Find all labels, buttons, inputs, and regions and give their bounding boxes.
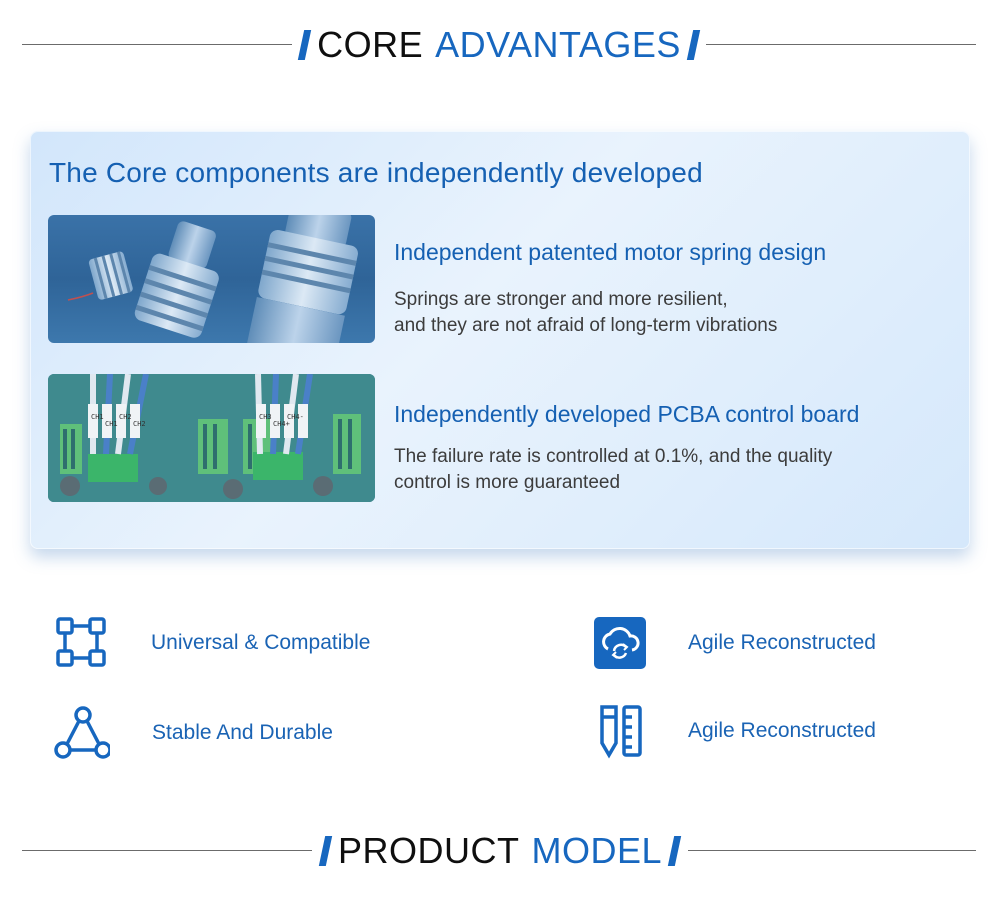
pcb-wire-label: CH2 xyxy=(133,420,146,428)
feature-desc-line: Springs are stronger and more resilient, xyxy=(394,289,728,310)
advantage-agile-reconstructed-2: Agile Reconstructed xyxy=(590,701,876,761)
pcb-wire-label: CH1 xyxy=(105,420,118,428)
feature-title-pcba: Independently developed PCBA control boa… xyxy=(394,401,860,427)
advantage-label: Agile Reconstructed xyxy=(688,631,876,654)
advantage-label: Agile Reconstructed xyxy=(688,719,876,742)
core-card-title: The Core components are independently de… xyxy=(49,157,703,188)
pen-ruler-icon xyxy=(590,701,650,761)
motor-spring-illustration xyxy=(67,215,358,343)
feature-desc-line: and they are not afraid of long-term vib… xyxy=(394,315,778,336)
advantage-label: Universal & Compatible xyxy=(151,631,371,654)
advantage-universal-compatible: Universal & Compatible xyxy=(50,613,370,673)
section-title-word1: PRODUCT xyxy=(337,830,520,871)
advantage-stable-durable: Stable And Durable xyxy=(50,703,333,763)
feature-desc-line: The failure rate is controlled at 0.1%, … xyxy=(394,446,833,467)
feature-desc-line: control is more guaranteed xyxy=(394,472,621,493)
header-divider-right xyxy=(706,44,976,45)
product-model-header: PRODUCT MODEL xyxy=(0,826,1000,876)
flowchart-icon xyxy=(50,613,110,673)
feature-desc-pcba: The failure rate is controlled at 0.1%, … xyxy=(394,444,832,496)
header-divider-left xyxy=(22,44,292,45)
section-title: CORE ADVANTAGES xyxy=(292,20,706,70)
header-divider-left xyxy=(22,850,312,851)
core-components-card: The Core components are independently de… xyxy=(30,131,970,549)
pcb-wire-label: CH4+ xyxy=(273,420,290,428)
advantage-agile-reconstructed: Agile Reconstructed xyxy=(590,613,876,673)
slash-decoration xyxy=(297,30,312,60)
advantage-label: Stable And Durable xyxy=(152,721,333,744)
pcb-wire-label: CH3 xyxy=(259,413,272,421)
core-advantages-header: CORE ADVANTAGES xyxy=(0,20,1000,70)
slash-decoration xyxy=(686,30,701,60)
section-title-word2: MODEL xyxy=(531,830,663,871)
pcb-wire-label: CH4- xyxy=(287,413,304,421)
feature-desc-motor: Springs are stronger and more resilient,… xyxy=(394,287,777,339)
pcb-wire-label: CH2 xyxy=(119,413,132,421)
pcba-board-image: CH1 CH1 CH2 CH2 CH3 CH4+ CH4- xyxy=(48,374,375,502)
pcba-board-illustration: CH1 CH1 CH2 CH2 CH3 CH4+ CH4- xyxy=(48,374,375,502)
feature-title-motor: Independent patented motor spring design xyxy=(394,239,827,265)
slash-decoration xyxy=(318,836,333,866)
cloud-sync-icon xyxy=(590,613,650,673)
header-divider-right xyxy=(688,850,976,851)
pcb-wire-label: CH1 xyxy=(91,413,104,421)
motor-spring-image xyxy=(48,215,375,343)
slash-decoration xyxy=(667,836,682,866)
triangle-network-icon xyxy=(50,703,110,763)
section-title: PRODUCT MODEL xyxy=(312,826,688,876)
section-title-word2: ADVANTAGES xyxy=(435,24,681,65)
section-title-word1: CORE xyxy=(317,24,424,65)
